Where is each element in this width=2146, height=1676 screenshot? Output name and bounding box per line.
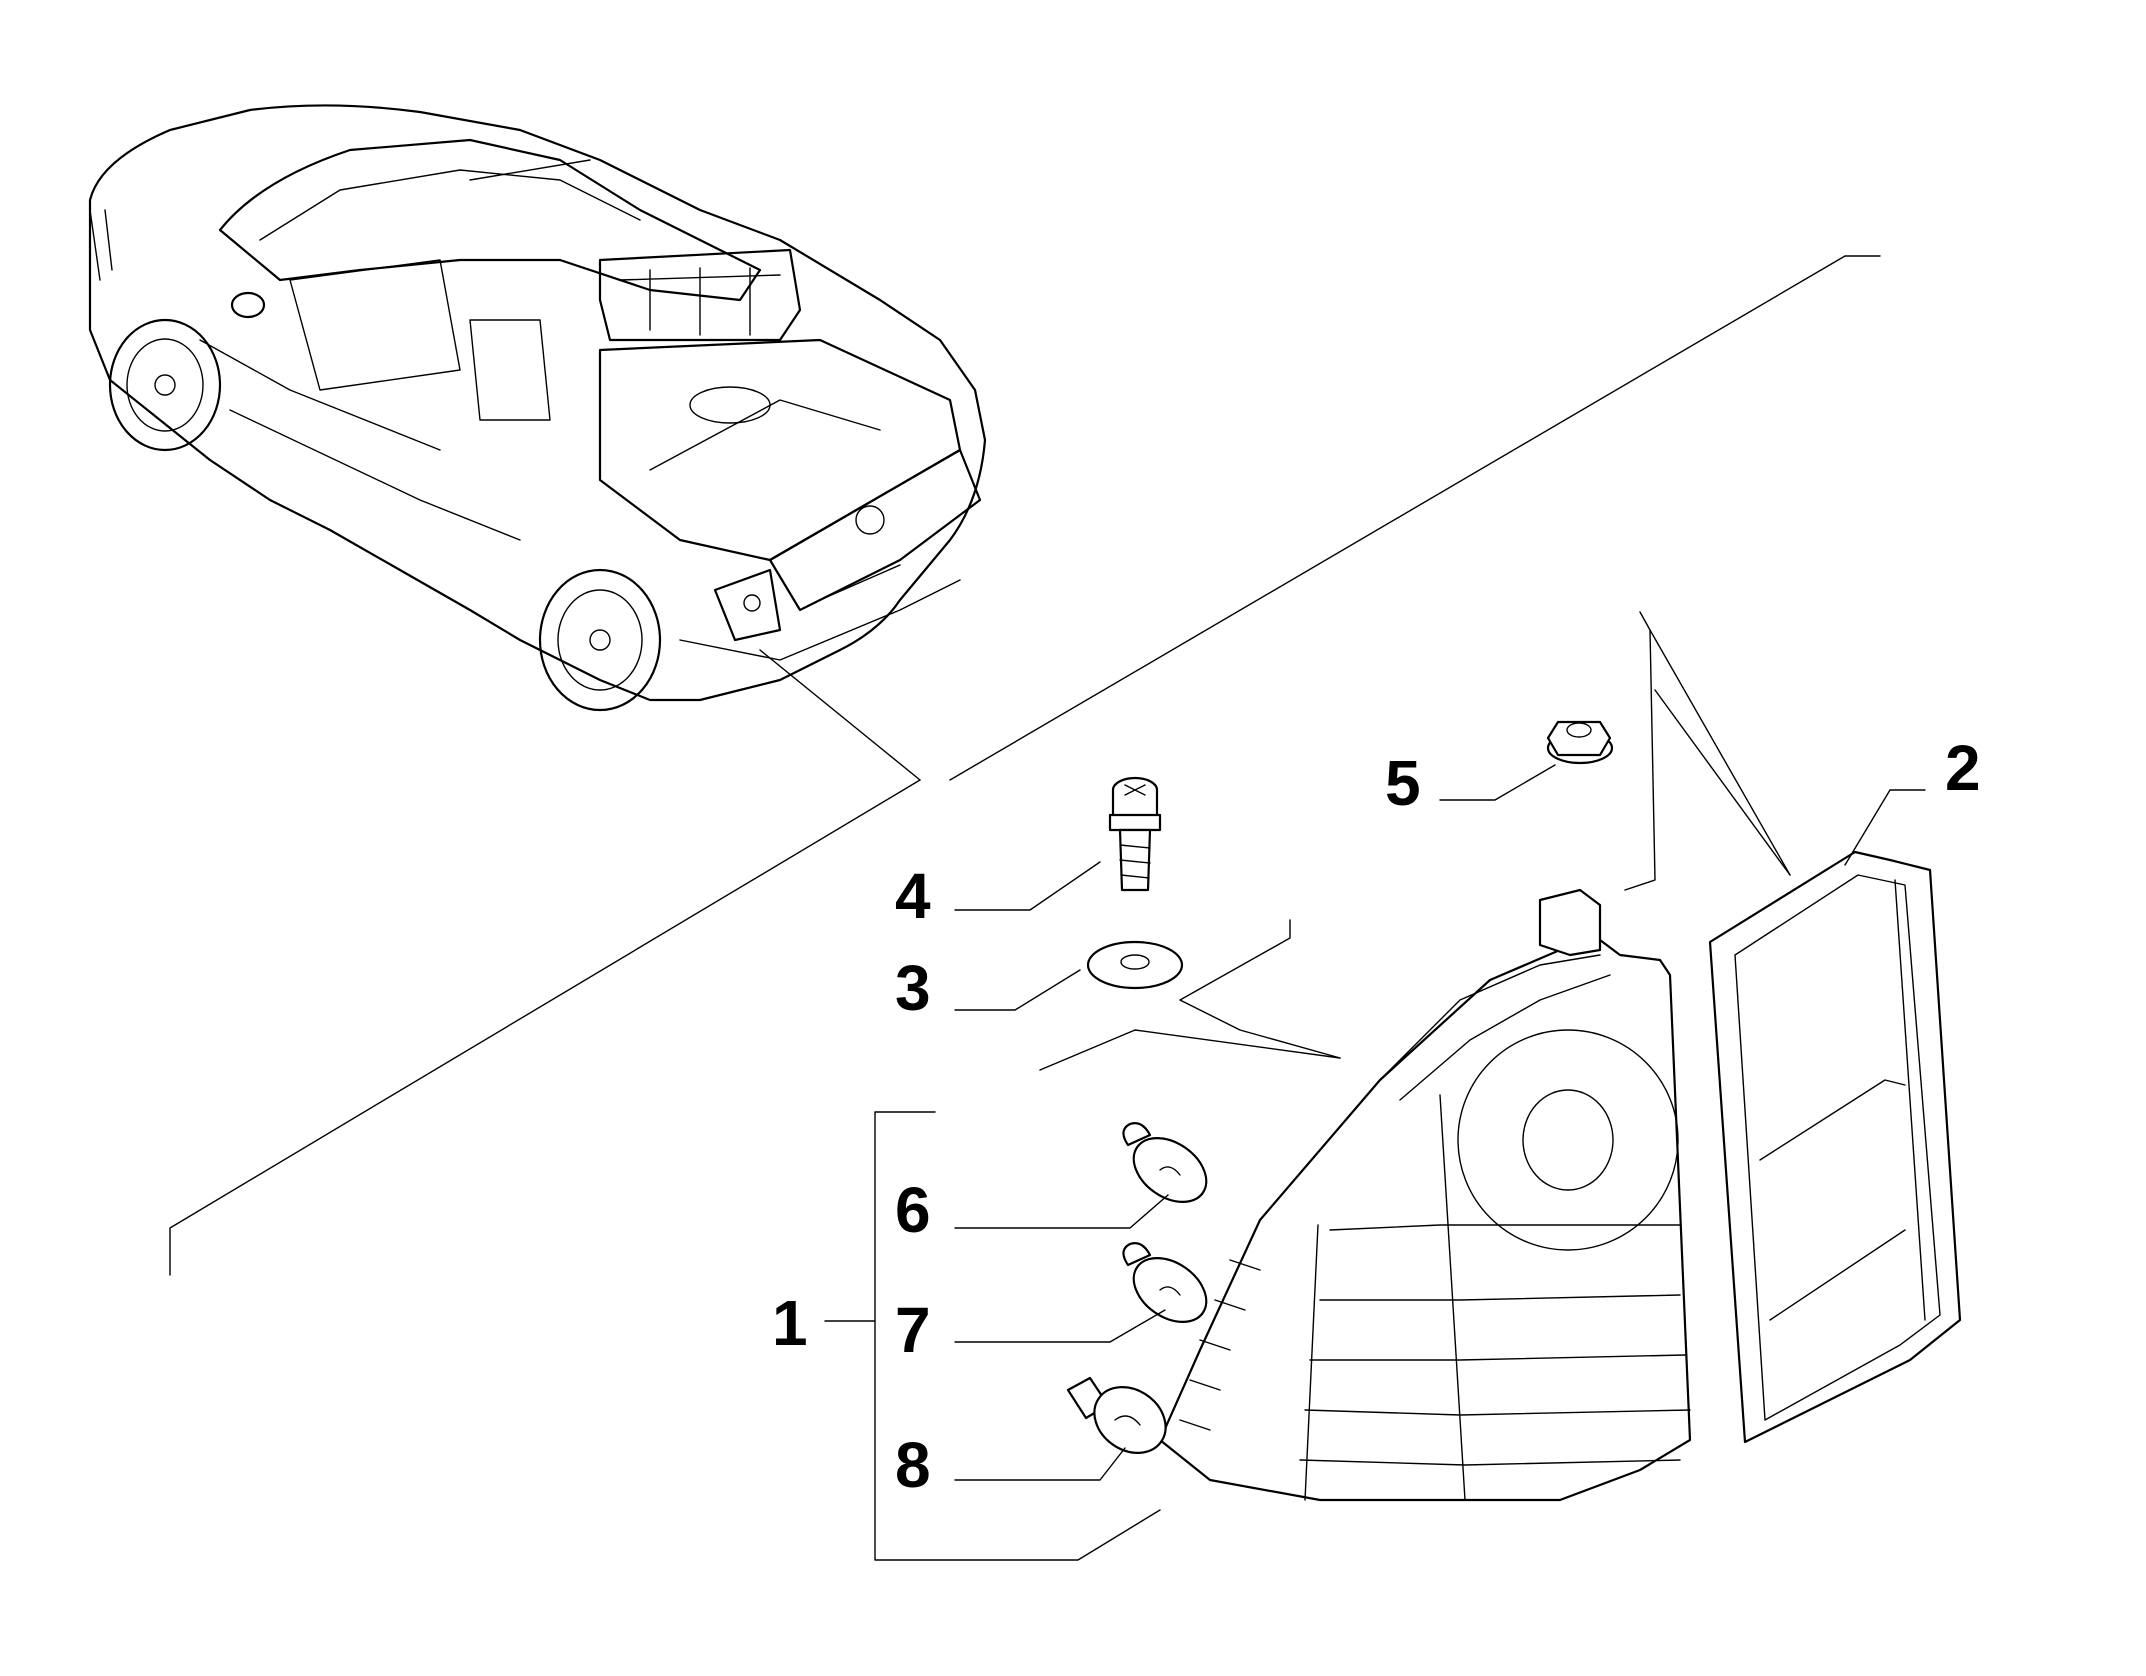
washer-part <box>1086 940 1184 990</box>
callout-8: 8 <box>895 1429 931 1501</box>
callout-6: 6 <box>895 1174 931 1246</box>
callout-4-leader <box>954 861 1101 911</box>
callout-4: 4 <box>895 860 931 932</box>
callout-1-bracket <box>874 1111 1161 1561</box>
lens-leader-diagonal-2 <box>1654 689 1791 876</box>
housing-screw-leader <box>1179 919 1341 1059</box>
nut-part <box>1546 720 1614 765</box>
bulb-8-part <box>1066 1376 1167 1454</box>
lens-leader-top <box>1624 611 1656 891</box>
callout-8-leader <box>954 1447 1126 1481</box>
callout-2: 2 <box>1945 732 1981 804</box>
callout-7-leader <box>954 1309 1166 1343</box>
vehicle-illustration <box>88 104 987 712</box>
detail-boundary-bottom <box>169 779 921 1276</box>
car-to-detail-leader <box>759 649 921 781</box>
callout-5-leader <box>1439 764 1556 801</box>
screw-part <box>1108 776 1162 892</box>
housing-washer-leader <box>1039 1029 1341 1071</box>
callout-6-leader <box>954 1194 1169 1229</box>
callout-7: 7 <box>895 1294 931 1366</box>
bulb-7-part <box>1122 1242 1208 1323</box>
detail-boundary-top <box>949 255 1881 781</box>
callout-3-leader <box>954 969 1081 1011</box>
lens-part <box>1708 850 1962 1444</box>
callout-2-leader <box>1844 789 1926 866</box>
callout-1: 1 <box>772 1287 808 1359</box>
callout-3: 3 <box>895 952 931 1024</box>
callout-5: 5 <box>1385 747 1421 819</box>
bulb-6-part <box>1122 1122 1208 1203</box>
lens-leader-diagonal <box>1649 629 1791 876</box>
tail-lamp-housing <box>1158 888 1692 1502</box>
